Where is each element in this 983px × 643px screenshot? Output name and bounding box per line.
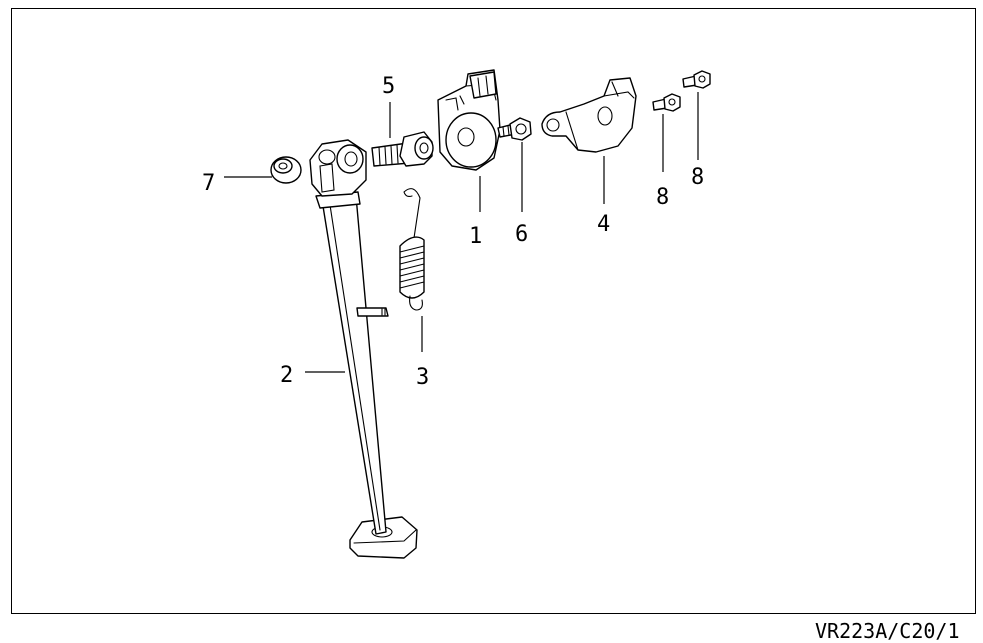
part-6-bolt[interactable]: [497, 117, 532, 141]
reference-code: VR223A/C20/1: [815, 619, 960, 643]
part-8-screw-a[interactable]: [652, 93, 681, 112]
callout-4: 4: [597, 212, 610, 237]
part-4-cover[interactable]: [541, 77, 637, 153]
callout-8a: 8: [656, 185, 669, 210]
callout-6: 6: [515, 222, 528, 247]
callout-8b: 8: [691, 165, 704, 190]
callout-2: 2: [280, 363, 293, 388]
callout-7: 7: [202, 171, 215, 196]
part-2-side-stand[interactable]: [309, 139, 418, 559]
callout-3: 3: [416, 365, 429, 390]
part-8-screw-b[interactable]: [682, 70, 711, 89]
callout-1: 1: [469, 224, 482, 249]
callout-5: 5: [382, 74, 395, 99]
part-1-sidestand-switch[interactable]: [437, 69, 501, 171]
part-3-return-spring[interactable]: [399, 188, 425, 311]
diagram-frame: [11, 8, 976, 614]
part-5-pivot-bolt[interactable]: [371, 131, 434, 167]
part-7-nut[interactable]: [270, 156, 302, 184]
